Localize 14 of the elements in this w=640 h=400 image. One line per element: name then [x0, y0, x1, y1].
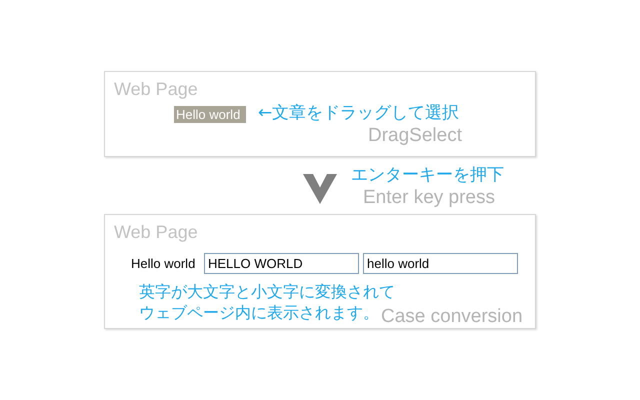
- instruction-text: ←文章をドラッグして選択: [258, 103, 460, 124]
- selected-text: Hello world: [174, 106, 246, 123]
- caption-text: Enter key press: [363, 187, 495, 208]
- edge-label: エンターキーを押下: [351, 165, 504, 186]
- input-text: Hello world: [131, 255, 196, 272]
- input-field: HELLO WORLD: [204, 253, 359, 274]
- caption-text: DragSelect: [368, 125, 462, 146]
- panel-heading: Web Page: [114, 222, 198, 242]
- panel: [104, 71, 536, 157]
- panel: [104, 214, 536, 329]
- caption-text: Case conversion: [381, 306, 523, 327]
- chevron-arrow: [303, 174, 337, 204]
- panel-heading: Web Page: [114, 79, 198, 99]
- input-field: hello world: [363, 253, 518, 274]
